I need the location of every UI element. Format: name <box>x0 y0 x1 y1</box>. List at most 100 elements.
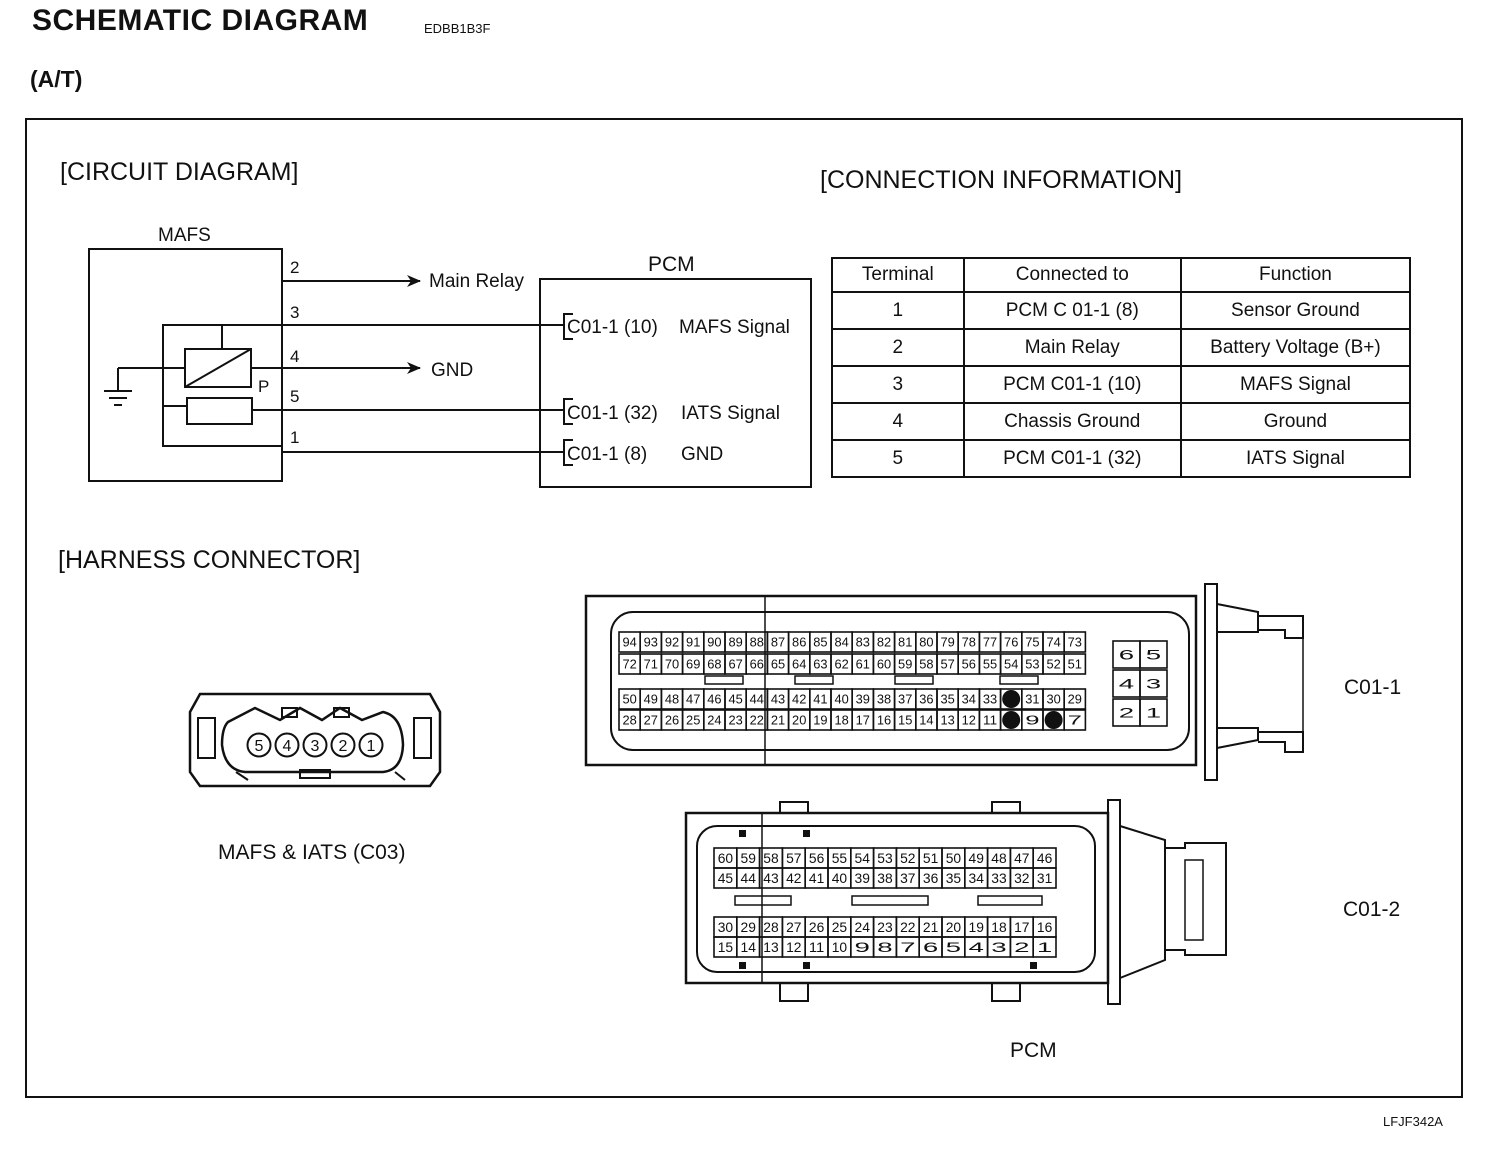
connector-pin: 1 <box>1032 936 1057 958</box>
connector-pin: 54 <box>849 847 875 869</box>
connector-pin: 47 <box>1009 847 1035 869</box>
connector-pin: 92 <box>660 631 684 653</box>
pcm-label: PCM <box>648 253 695 276</box>
pin-number: 29 <box>741 919 757 935</box>
connector-pin: 40 <box>827 867 852 889</box>
connector-pin: 66 <box>745 653 769 675</box>
connector-pin: 55 <box>978 653 1002 675</box>
circuit-diagram-title: [CIRCUIT DIAGRAM] <box>60 158 299 186</box>
connector-pin: 15 <box>713 936 738 958</box>
connector-pin: 50 <box>941 847 966 869</box>
pin-number: 20 <box>792 713 806 728</box>
pin-number: 63 <box>813 657 827 672</box>
pin-number: 13 <box>763 939 779 955</box>
header-connected-to: Connected to <box>962 257 1182 293</box>
c01-2-label: C01-2 <box>1343 898 1401 921</box>
connector-pin: 28 <box>758 916 784 938</box>
pin-number: 16 <box>877 713 891 728</box>
svg-text:2: 2 <box>339 738 348 755</box>
pin-number: 25 <box>832 919 848 935</box>
pin-number: 78 <box>962 635 976 650</box>
connector-pin: 29 <box>735 916 761 938</box>
pin-number: 18 <box>991 919 1007 935</box>
pin-number: 11 <box>983 713 997 728</box>
connector-pin: 10 <box>827 936 852 958</box>
table-row: 2 Main Relay Battery Voltage (B+) <box>831 328 1412 367</box>
connector-pin: 36 <box>914 688 938 710</box>
pin-number: 61 <box>856 657 870 672</box>
pin-number: 15 <box>898 713 912 728</box>
pin-number: 89 <box>728 635 742 650</box>
pin-number: 73 <box>1068 635 1082 650</box>
pin-number: 47 <box>1014 850 1030 866</box>
pin-number: 71 <box>644 657 658 672</box>
pin-number: 12 <box>962 713 976 728</box>
connector-pin: 8 <box>872 936 898 958</box>
table-row: 5 PCM C01-1 (32) IATS Signal <box>831 439 1412 478</box>
pin-number: 12 <box>786 939 802 955</box>
pin-number: 5 <box>1146 647 1162 663</box>
connector-pin: 61 <box>851 653 875 675</box>
pin-number: 83 <box>856 635 870 650</box>
pin-number: 7 <box>1068 713 1082 728</box>
connector-pin: 63 <box>808 653 832 675</box>
pin-number: 20 <box>946 919 962 935</box>
connector-pin: 27 <box>639 709 663 731</box>
connector-pin: 30 <box>713 916 738 938</box>
pin-number: 39 <box>856 692 870 707</box>
connector-pin: 77 <box>978 631 1002 653</box>
connector-pin: 19 <box>808 709 832 731</box>
table-row: 3 PCM C01-1 (10) MAFS Signal <box>831 365 1412 404</box>
connector-pin: 41 <box>804 867 829 889</box>
pin-number: 21 <box>923 919 939 935</box>
mafs-sensor-block: MAFS P 2 3 4 5 1 <box>88 225 299 482</box>
connector-pin: 69 <box>681 653 705 675</box>
connector-pin: 29 <box>1063 688 1087 710</box>
pin-number: 4 <box>969 939 985 955</box>
pin-number: 28 <box>763 919 779 935</box>
pin-number: 37 <box>898 692 912 707</box>
connector-pin: 54 <box>999 653 1023 675</box>
connector-pin: 28 <box>618 709 642 731</box>
pin-number: 68 <box>707 657 721 672</box>
connector-pin: 11 <box>804 936 829 958</box>
pin-number: 23 <box>877 919 893 935</box>
connector-pin: 55 <box>827 847 852 869</box>
pin-number: 53 <box>1025 657 1039 672</box>
pin-number: 22 <box>750 713 764 728</box>
mafs-pin-3: 3 <box>302 732 328 758</box>
connector-pin: 39 <box>849 867 875 889</box>
pcm-signal-gnd: GND <box>681 444 723 465</box>
connector-pin: 9 <box>849 936 875 958</box>
pin-number: 56 <box>962 657 976 672</box>
pin-number: 1 <box>1037 939 1053 955</box>
connector-pin: 91 <box>681 631 705 653</box>
pcm-terminal-c01-1-10: C01-1 (10) <box>567 317 658 338</box>
connector-pin: 30 <box>1042 688 1066 710</box>
page-title: SCHEMATIC DIAGRAM <box>32 4 369 37</box>
header-terminal: Terminal <box>831 257 965 293</box>
connector-pin: 11 <box>978 709 1002 731</box>
connector-pin: 13 <box>936 709 960 731</box>
connected-to-cell: Chassis Ground <box>962 402 1182 441</box>
connector-pin: 16 <box>872 709 896 731</box>
connector-pin: 46 <box>702 688 726 710</box>
connector-pin: 83 <box>851 631 875 653</box>
pin-number: 23 <box>728 713 742 728</box>
pin-number: 16 <box>1037 919 1053 935</box>
pin-number: 35 <box>946 870 962 886</box>
mafs-pin-4: 4 <box>274 732 300 758</box>
connector-pin: 40 <box>830 688 854 710</box>
pin-number: 92 <box>665 635 679 650</box>
pin-number: 27 <box>786 919 802 935</box>
connector-pin: 24 <box>702 709 726 731</box>
pin-number: 76 <box>1004 635 1018 650</box>
pin-number: 32 <box>1014 870 1030 886</box>
pin-number: 6 <box>923 939 939 955</box>
function-cell: Sensor Ground <box>1179 291 1412 330</box>
connector-pin: 7 <box>895 936 921 958</box>
connector-pin: 58 <box>758 847 784 869</box>
pin-3-label: 3 <box>290 303 299 322</box>
connector-pin: 4 <box>963 936 989 958</box>
connector-pin: 89 <box>724 631 748 653</box>
